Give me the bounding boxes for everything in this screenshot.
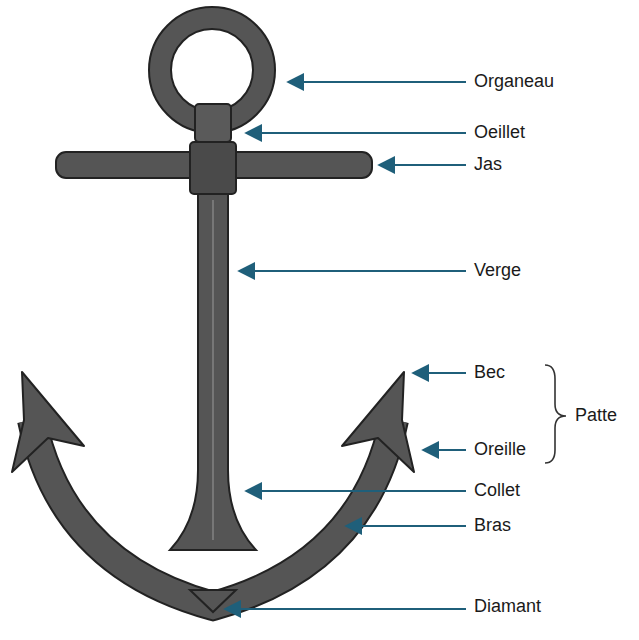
- part-label: Jas: [474, 154, 502, 176]
- stock-collar: [190, 142, 236, 194]
- part-label: Oeillet: [474, 122, 525, 144]
- leader-line: [239, 270, 466, 272]
- brace: [545, 365, 566, 463]
- left-fluke: [12, 372, 84, 472]
- part-label: Bras: [474, 515, 511, 537]
- eye: [195, 104, 231, 142]
- leader-line: [423, 449, 466, 451]
- part-label: Oreille: [474, 439, 526, 461]
- leader-line: [225, 608, 466, 610]
- leader-line: [413, 372, 466, 374]
- part-label: Bec: [474, 362, 505, 384]
- shank: [170, 190, 256, 550]
- part-label: Collet: [474, 480, 520, 502]
- part-label: Diamant: [474, 596, 541, 618]
- right-fluke: [342, 372, 414, 472]
- shank-highlight: [212, 200, 214, 540]
- leader-line: [246, 490, 466, 492]
- part-label: Patte: [575, 405, 617, 427]
- leader-line: [246, 132, 466, 134]
- leader-lines: [225, 82, 466, 609]
- part-label: Organeau: [474, 71, 554, 93]
- leader-line: [288, 81, 466, 83]
- leader-line: [346, 525, 466, 527]
- leader-line: [379, 164, 466, 166]
- part-label: Verge: [474, 260, 521, 282]
